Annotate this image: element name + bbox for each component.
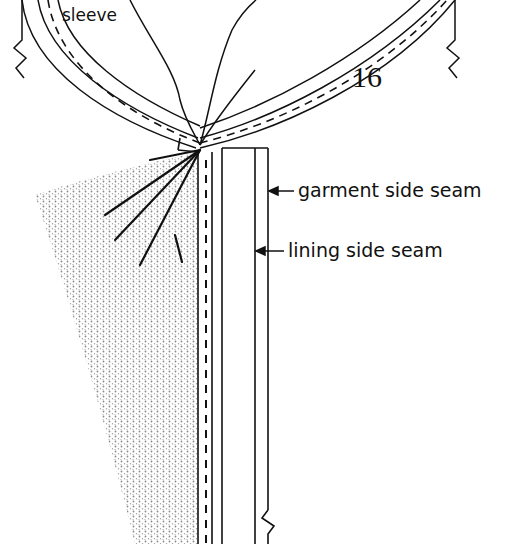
sleeve-stitch-line: [48, 0, 447, 143]
sleeve-outline: [14, 0, 459, 148]
lining-texture: [35, 152, 198, 544]
clip-marks: [105, 150, 200, 265]
stitch-line: [205, 160, 207, 544]
part-label: sleeve: [62, 6, 117, 25]
figure-number: 16: [352, 60, 382, 93]
part-label: lining side seam: [288, 240, 443, 261]
part-label: garment side seam: [298, 180, 482, 201]
side-seam-lines: [178, 138, 274, 544]
